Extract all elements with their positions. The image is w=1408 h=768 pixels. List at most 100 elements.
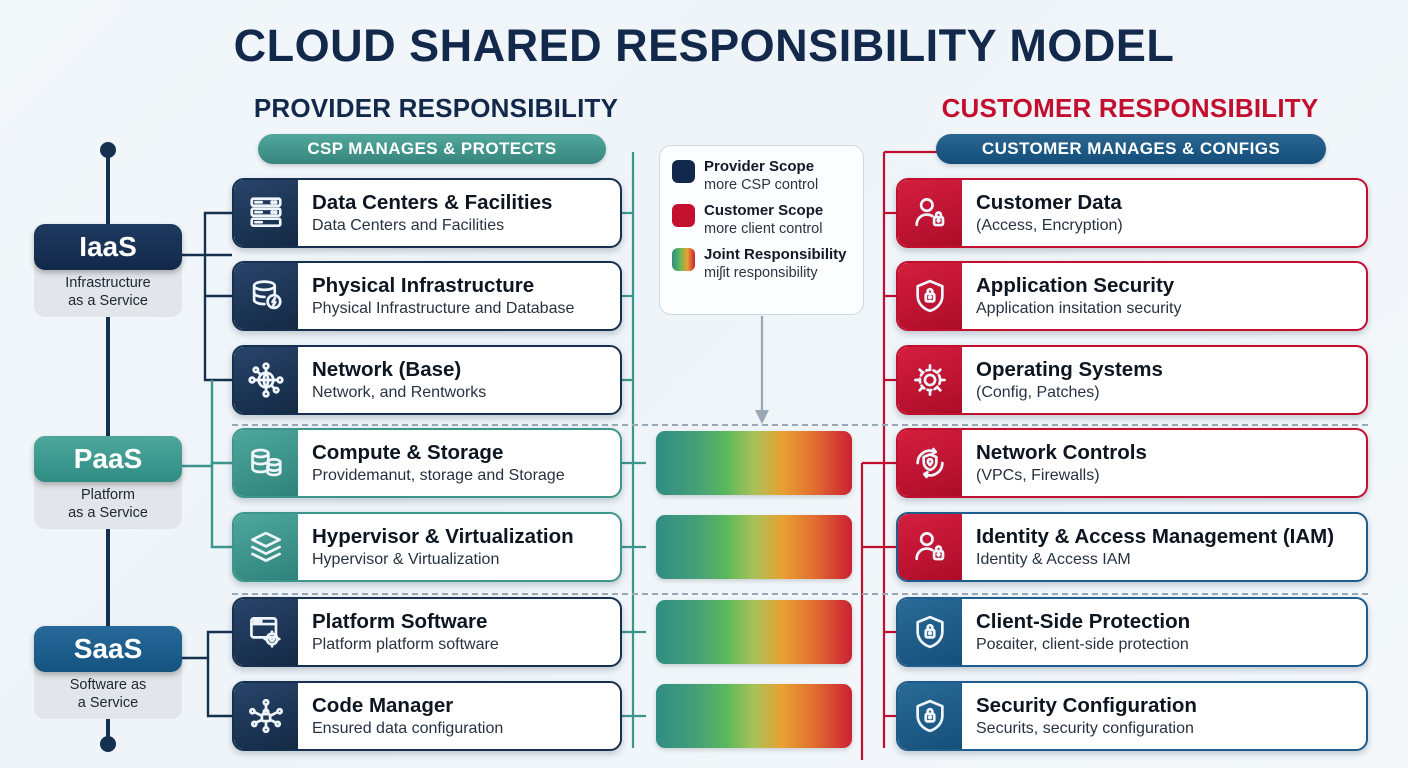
- provider-card-text: Network (Base) Network, and Rentworks: [298, 358, 494, 403]
- provider-card-text: Hypervisor & Virtualization Hypervisor &…: [298, 525, 582, 570]
- provider-card-title: Physical Infrastructure: [312, 273, 535, 297]
- shield-lock-icon: [898, 263, 962, 329]
- provider-card-subtitle: Network, and Rentworks: [312, 383, 487, 401]
- customer-card-text: Customer Data (Access, Encryption): [962, 191, 1131, 236]
- joint-responsibility-bar-compute: [656, 431, 852, 495]
- page-title: CLOUD SHARED RESPONSIBILITY MODEL: [233, 20, 1175, 71]
- legend-item-customer-scope: Customer Scope more client control: [672, 202, 853, 238]
- customer-card-client-side-protection[interactable]: Client-Side Protection Poɛɑiter, client-…: [896, 597, 1368, 667]
- provider-card-title: Data Centers & Facilities: [312, 190, 553, 214]
- storage-cylinders-icon: [234, 430, 298, 496]
- service-model-paas-abbr: PaaS: [34, 436, 182, 482]
- spine-bottom-dot: [100, 736, 116, 752]
- customer-card-text: Application Security Application insitat…: [962, 274, 1189, 319]
- service-model-saas-label: Software as a Service: [34, 664, 182, 719]
- customer-card-subtitle: Poɛɑiter, client-side protection: [976, 635, 1189, 653]
- provider-card-title: Compute & Storage: [312, 440, 504, 464]
- customer-card-title: Operating Systems: [976, 357, 1163, 381]
- customer-card-iam[interactable]: Identity & Access Management (IAM) Ident…: [896, 512, 1368, 582]
- joint-responsibility-bar-platform: [656, 600, 852, 664]
- tier-divider-iaas-paas: [232, 424, 1368, 426]
- legend-panel: Provider Scope more CSP control Customer…: [659, 145, 864, 315]
- provider-card-text: Compute & Storage Providemanut, storage …: [298, 441, 573, 486]
- service-model-iaas-abbr: IaaS: [34, 224, 182, 270]
- provider-card-title: Hypervisor & Virtualization: [312, 524, 574, 548]
- customer-card-title: Client-Side Protection: [976, 609, 1191, 633]
- provider-card-subtitle: Ensured data configuration: [312, 719, 504, 737]
- provider-card-text: Physical Infrastructure Physical Infrast…: [298, 274, 582, 319]
- legend-item-provider-scope: Provider Scope more CSP control: [672, 158, 853, 194]
- window-gear-icon: [234, 599, 298, 665]
- customer-card-title: Identity & Access Management (IAM): [976, 524, 1335, 548]
- provider-card-title: Network (Base): [312, 357, 462, 381]
- customer-card-subtitle: (Config, Patches): [976, 383, 1100, 401]
- customer-card-operating-systems[interactable]: Operating Systems (Config, Patches): [896, 345, 1368, 415]
- customer-card-text: Network Controls (VPCs, Firewalls): [962, 441, 1155, 486]
- customer-card-customer-data[interactable]: Customer Data (Access, Encryption): [896, 178, 1368, 248]
- shield-lock-icon: [898, 683, 962, 749]
- server-rack-icon: [234, 180, 298, 246]
- service-model-paas-line1: Platform: [81, 487, 135, 503]
- provider-responsibility-heading: PROVIDER RESPONSIBILITY: [253, 93, 619, 123]
- tier-divider-paas-saas: [232, 593, 1368, 595]
- service-model-iaas-label: Infrastructure as a Service: [34, 262, 182, 317]
- customer-card-text: Identity & Access Management (IAM) Ident…: [962, 525, 1342, 570]
- customer-card-text: Operating Systems (Config, Patches): [962, 358, 1171, 403]
- customer-card-subtitle: (Access, Encryption): [976, 216, 1123, 234]
- provider-card-code-manager[interactable]: Code Manager Ensured data configuration: [232, 681, 622, 751]
- service-model-paas[interactable]: PaaS Platform as a Service: [34, 436, 182, 529]
- provider-card-subtitle: Platform platform software: [312, 635, 499, 653]
- service-model-saas-line1: Software as: [69, 677, 147, 693]
- provider-card-text: Code Manager Ensured data configuration: [298, 694, 511, 739]
- gear-icon: [898, 347, 962, 413]
- legend-item-joint-responsibility: Joint Responsibility miʃit responsibilit…: [672, 246, 853, 282]
- user-lock-icon: [898, 514, 962, 580]
- database-power-icon: [234, 263, 298, 329]
- provider-card-compute-storage[interactable]: Compute & Storage Providemanut, storage …: [232, 428, 622, 498]
- provider-card-data-centers[interactable]: Data Centers & Facilities Data Centers a…: [232, 178, 622, 248]
- service-model-paas-label: Platform as a Service: [34, 474, 182, 529]
- customer-card-title: Security Configuration: [976, 693, 1197, 717]
- legend-desc: more CSP control: [704, 177, 819, 193]
- service-model-saas[interactable]: SaaS Software as a Service: [34, 626, 182, 719]
- service-model-iaas-line1: Infrastructure: [65, 275, 151, 291]
- joint-responsibility-bar-hypervisor: [656, 515, 852, 579]
- service-model-saas-line2: a Service: [77, 695, 139, 711]
- legend-label: Customer Scope: [704, 202, 824, 219]
- customer-card-subtitle: Identity & Access IAM: [976, 550, 1131, 568]
- provider-card-hypervisor[interactable]: Hypervisor & Virtualization Hypervisor &…: [232, 512, 622, 582]
- provider-card-physical-infrastructure[interactable]: Physical Infrastructure Physical Infrast…: [232, 261, 622, 331]
- joint-responsibility-bar-code: [656, 684, 852, 748]
- customer-card-network-controls[interactable]: Network Controls (VPCs, Firewalls): [896, 428, 1368, 498]
- joint-responsibility-swatch: [672, 248, 695, 271]
- legend-label: Joint Responsibility: [704, 246, 847, 263]
- provider-scope-swatch: [672, 160, 695, 183]
- service-model-saas-abbr: SaaS: [34, 626, 182, 672]
- customer-responsibility-heading: CUSTOMER RESPONSIBILITY: [941, 93, 1319, 123]
- provider-card-subtitle: Physical Infrastructure and Database: [312, 299, 575, 317]
- legend-label: Provider Scope: [704, 158, 815, 175]
- customer-card-security-configuration[interactable]: Security Configuration Securits, securit…: [896, 681, 1368, 751]
- shield-sync-icon: [898, 430, 962, 496]
- provider-card-platform-software[interactable]: Platform Software Platform platform soft…: [232, 597, 622, 667]
- customer-card-title: Customer Data: [976, 190, 1122, 214]
- customer-card-title: Application Security: [976, 273, 1175, 297]
- service-model-iaas-line2: as a Service: [68, 293, 148, 309]
- provider-card-text: Platform Software Platform platform soft…: [298, 610, 507, 655]
- provider-card-title: Code Manager: [312, 693, 454, 717]
- csp-manages-banner: CSP MANAGES & PROTECTS: [258, 134, 606, 164]
- legend-desc: miʃit responsibility: [704, 265, 818, 281]
- customer-scope-swatch: [672, 204, 695, 227]
- user-lock-icon: [898, 180, 962, 246]
- provider-card-network-base[interactable]: Network (Base) Network, and Rentworks: [232, 345, 622, 415]
- provider-card-subtitle: Data Centers and Facilities: [312, 216, 505, 234]
- customer-card-text: Client-Side Protection Poɛɑiter, client-…: [962, 610, 1198, 655]
- customer-card-subtitle: Securits, security configuration: [976, 719, 1194, 737]
- network-lock-icon: [234, 683, 298, 749]
- shield-lock-icon: [898, 599, 962, 665]
- customer-card-subtitle: Application insitation security: [976, 299, 1182, 317]
- customer-card-application-security[interactable]: Application Security Application insitat…: [896, 261, 1368, 331]
- service-model-iaas[interactable]: IaaS Infrastructure as a Service: [34, 224, 182, 317]
- legend-desc: more client control: [704, 221, 823, 237]
